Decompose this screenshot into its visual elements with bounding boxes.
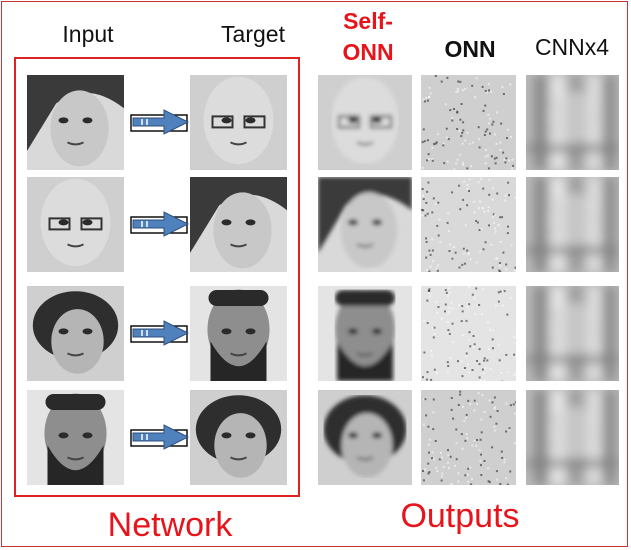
face-self-onn-row-3 (318, 286, 412, 381)
face-target-row-4 (190, 390, 287, 485)
face-cnn-row-1 (526, 75, 619, 170)
face-target-row-1 (190, 75, 287, 170)
right-arrow-icon (130, 422, 190, 457)
face-cnn-row-3 (526, 286, 619, 381)
input-column-header: Input (62, 21, 114, 47)
right-arrow-icon (130, 209, 190, 244)
face-cnn-row-4 (526, 390, 619, 485)
face-target-row-3 (190, 286, 287, 381)
face-onn-row-3 (421, 286, 516, 381)
self-onn-column-header: Self-ONN (342, 8, 394, 65)
face-input-row-4 (27, 390, 124, 485)
onn-column-header: ONN (444, 36, 496, 62)
face-onn-row-2 (421, 177, 516, 272)
face-input-row-3 (27, 286, 124, 381)
face-cnn-row-2 (526, 177, 619, 272)
face-input-row-2 (27, 177, 124, 272)
face-self-onn-row-4 (318, 390, 412, 485)
face-self-onn-row-1 (318, 75, 412, 170)
outputs-label: Outputs (400, 497, 520, 535)
face-self-onn-row-2 (318, 177, 412, 272)
face-onn-row-1 (421, 75, 516, 170)
right-arrow-icon (130, 318, 190, 353)
face-onn-row-4 (421, 390, 516, 485)
cnn-column-header: CNNx4 (534, 34, 610, 60)
face-target-row-2 (190, 177, 287, 272)
right-arrow-icon (130, 107, 190, 142)
target-column-header: Target (221, 21, 285, 47)
network-box (14, 57, 300, 497)
face-input-row-1 (27, 75, 124, 170)
network-label: Network (107, 506, 233, 544)
